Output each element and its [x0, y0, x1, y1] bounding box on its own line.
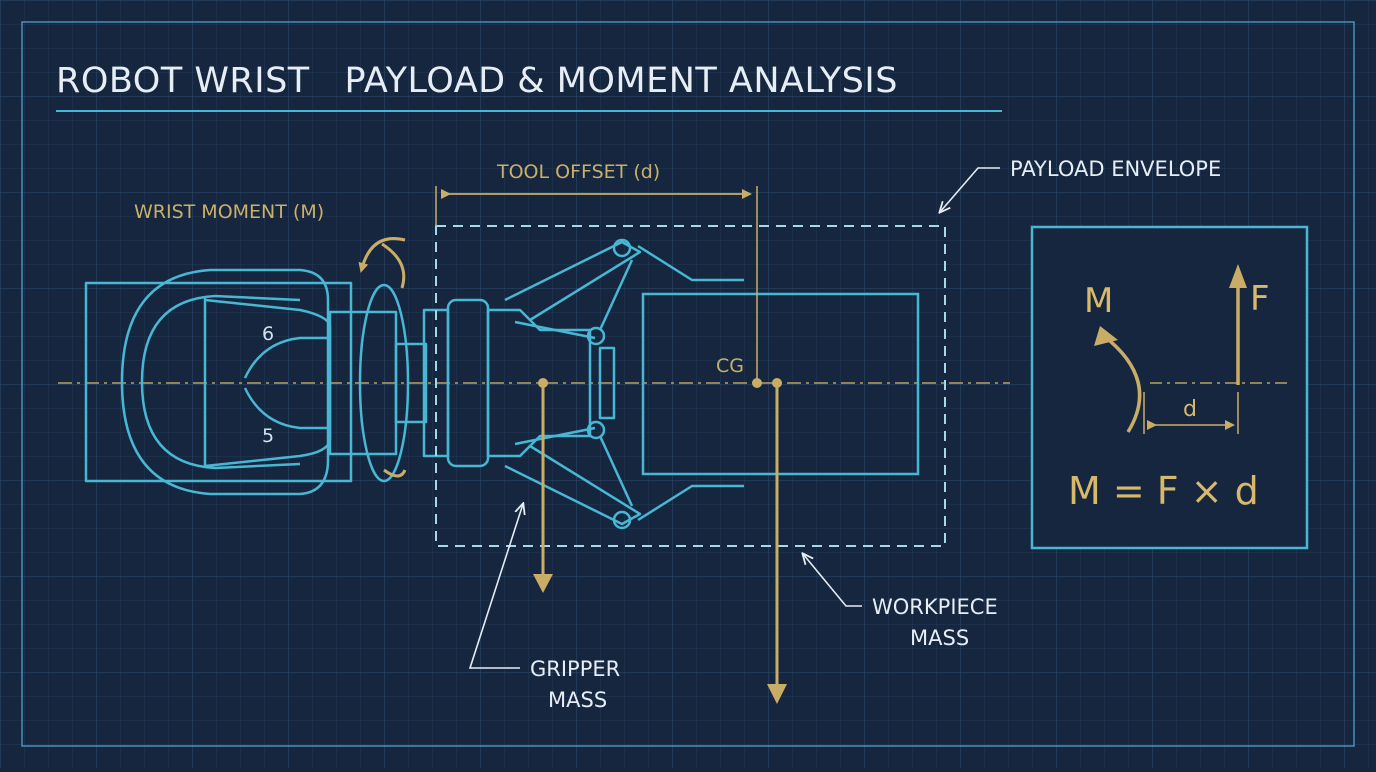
- payload-envelope-box: [435, 225, 946, 547]
- upper-jaw-link: [598, 259, 634, 331]
- wrist-housing-outer: [120, 268, 330, 496]
- formula-inset: M F d M = F × d: [1030, 225, 1309, 550]
- workpiece-mass-label-2: MASS: [910, 626, 969, 650]
- lower-jaw-finger: [637, 484, 744, 522]
- inset-frame: [1030, 225, 1309, 550]
- frame-border: [21, 21, 1355, 747]
- inset-moment-symbol: M: [1084, 281, 1113, 321]
- tool-offset-label: TOOL OFFSET (d): [496, 161, 660, 183]
- joint-6-label: 6: [262, 323, 274, 345]
- workpiece: [641, 292, 920, 476]
- wrist-housing-inner-bottom: [140, 381, 301, 470]
- joint-5-contour: [243, 387, 330, 430]
- wrist-flange-hub: [394, 342, 428, 424]
- moment-arrow-top: [358, 237, 406, 273]
- inset-distance-symbol: d: [1183, 397, 1197, 422]
- lower-jaw-link: [598, 435, 634, 507]
- robot-wrist: [84, 268, 428, 496]
- wrist-housing-inner-top: [140, 294, 301, 383]
- inset-force-symbol: F: [1250, 279, 1270, 319]
- moment-arrow-bottom: [383, 468, 407, 478]
- workpiece-mass-label-1: WORKPIECE: [872, 595, 998, 619]
- inset-moment-arc: [1102, 334, 1142, 433]
- gripper-mass-label-1: GRIPPER: [530, 657, 620, 681]
- gripper-mass-leader: [468, 504, 523, 669]
- moment-arrow-top-tail: [381, 242, 406, 289]
- inset-force-arrowhead: [1229, 264, 1247, 288]
- payload-envelope-leader: [940, 167, 1000, 212]
- gripper-mass-label-2: MASS: [548, 688, 607, 712]
- gripper: [422, 238, 744, 530]
- cg-point: [752, 378, 762, 388]
- page-title: ROBOT WRIST PAYLOAD & MOMENT ANALYSIS: [56, 61, 898, 101]
- workpiece-mass-leader: [803, 554, 862, 607]
- wrist-mount-plate: [84, 281, 353, 483]
- cg-label: CG: [716, 355, 744, 377]
- gripper-mass-force-arrowhead: [533, 574, 553, 593]
- wrist-moment-label: WRIST MOMENT (M): [134, 201, 324, 223]
- wrist-rotation-ring: [358, 283, 410, 483]
- moment-formula: M = F × d: [1068, 469, 1259, 513]
- gripper-center-slide: [598, 346, 616, 420]
- workpiece-mass-force-arrowhead: [767, 684, 787, 704]
- joint-5-label: 5: [262, 425, 274, 447]
- upper-jaw-finger: [637, 244, 744, 282]
- payload-envelope-label: PAYLOAD ENVELOPE: [1010, 157, 1221, 181]
- inset-moment-arrowhead: [1094, 326, 1118, 346]
- joint-6-contour: [243, 336, 330, 379]
